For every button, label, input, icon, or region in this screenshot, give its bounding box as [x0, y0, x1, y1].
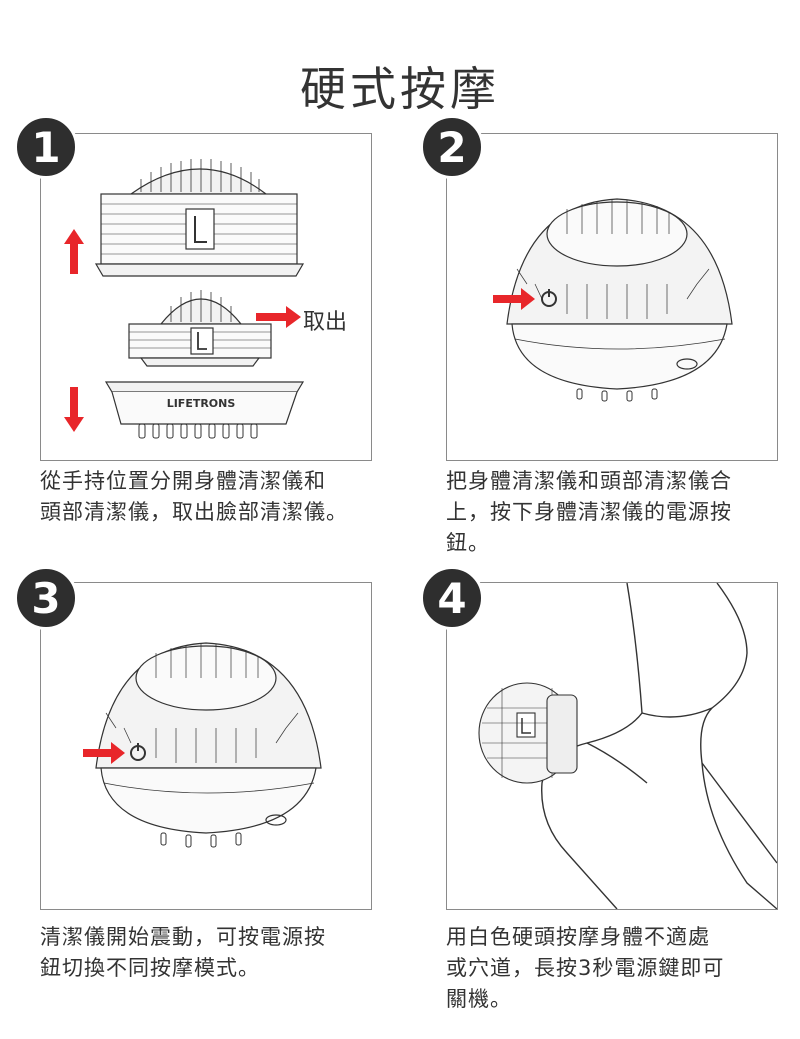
- power-arrow: [83, 742, 125, 764]
- right-arrow: [256, 306, 301, 328]
- step-2-illustration: [493, 198, 733, 402]
- step-4-panel: [446, 582, 778, 910]
- body-cleanser-base: [104, 381, 305, 439]
- step-4-badge: 4: [420, 566, 484, 630]
- vibrating-cleanser: [95, 642, 322, 848]
- caption-line: 或穴道，長按3秒電源鍵即可: [446, 956, 725, 980]
- step-2-caption: 把身體清潔儀和頭部清潔儀合 上，按下身體清潔儀的電源按 鈕。: [446, 466, 786, 559]
- massage-head: [478, 682, 578, 784]
- step-2-panel: [446, 133, 778, 461]
- assembled-cleanser: [506, 198, 733, 402]
- caption-line: 關機。: [446, 987, 512, 1011]
- page-title: 硬式按摩: [300, 61, 500, 116]
- step-3-panel: [40, 582, 372, 910]
- step-2-badge: 2: [420, 115, 484, 179]
- caption-line: 從手持位置分開身體清潔儀和: [40, 469, 326, 493]
- caption-line: 清潔儀開始震動，可按電源按: [40, 925, 326, 949]
- up-arrow: [64, 229, 84, 274]
- power-arrow: [493, 288, 535, 310]
- step-1-panel: LIFETRONS 取出: [40, 133, 372, 461]
- body-cleanser-top: [94, 159, 305, 277]
- step-3-badge: 3: [14, 566, 78, 630]
- leg-outline: [541, 583, 777, 909]
- caption-line: 鈕切換不同按摩模式。: [40, 956, 260, 980]
- step-1-badge: 1: [14, 115, 78, 179]
- down-arrow: [64, 387, 84, 432]
- step-1-illustration: LIFETRONS: [64, 159, 305, 439]
- step-1-caption: 從手持位置分開身體清潔儀和 頭部清潔儀，取出臉部清潔儀。: [40, 466, 380, 528]
- caption-line: 把身體清潔儀和頭部清潔儀合: [446, 469, 732, 493]
- face-cleanser: [128, 290, 272, 367]
- step-4-illustration: [478, 583, 777, 909]
- take-out-label: 取出: [303, 310, 348, 335]
- caption-line: 上，按下身體清潔儀的電源按: [446, 500, 732, 524]
- caption-line: 頭部清潔儀，取出臉部清潔儀。: [40, 500, 348, 524]
- step-4-caption: 用白色硬頭按摩身體不適處 或穴道，長按3秒電源鍵即可 關機。: [446, 922, 786, 1015]
- caption-line: 用白色硬頭按摩身體不適處: [446, 925, 710, 949]
- brand-logo: LIFETRONS: [167, 397, 236, 410]
- step-3-caption: 清潔儀開始震動，可按電源按 鈕切換不同按摩模式。: [40, 922, 380, 984]
- step-3-illustration: [83, 642, 322, 848]
- caption-line: 鈕。: [446, 531, 490, 555]
